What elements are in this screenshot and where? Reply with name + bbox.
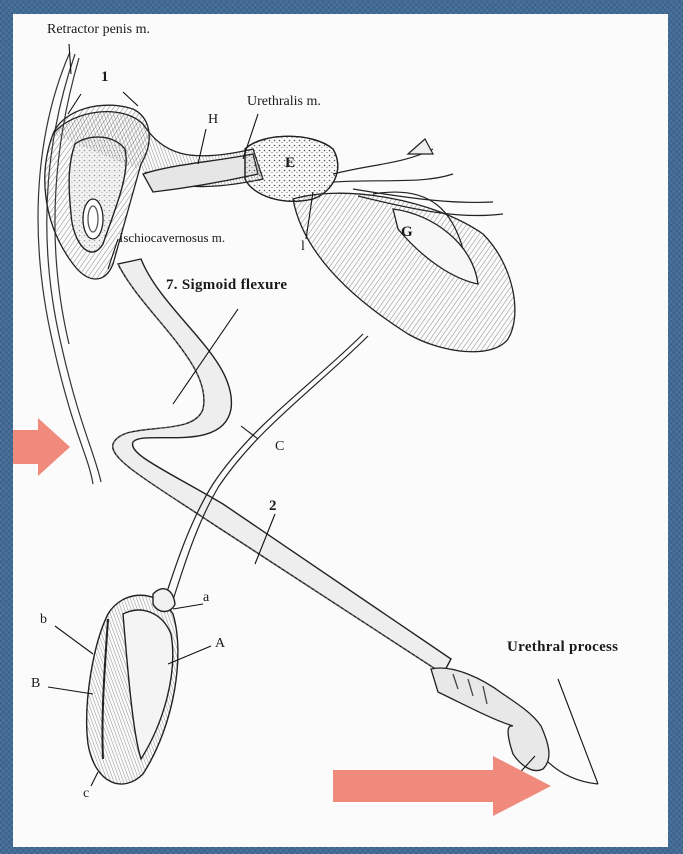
diagram-panel: Retractor penis m. 1 H Urethralis m. E l…	[13, 14, 668, 847]
label-a-lower: a	[203, 590, 209, 606]
bottom-pointer-arrow	[333, 756, 555, 816]
label-c-upper: C	[275, 439, 284, 455]
testis	[87, 589, 178, 784]
label-retractor-penis: Retractor penis m.	[47, 22, 150, 38]
label-two: 2	[269, 498, 277, 515]
label-a-upper: A	[215, 636, 225, 652]
label-e: E	[285, 155, 295, 172]
label-g: G	[401, 224, 413, 241]
label-sigmoid-flexure: 7. Sigmoid flexure	[166, 277, 287, 294]
gland-g	[293, 193, 515, 352]
label-b-lower: b	[40, 612, 47, 628]
anatomy-drawing	[13, 14, 668, 847]
label-l: l	[301, 239, 305, 255]
left-pointer-arrow	[13, 418, 82, 476]
spermatic-cord	[163, 334, 368, 606]
label-urethralis: Urethralis m.	[247, 94, 321, 110]
label-urethral-process: Urethral process	[507, 639, 618, 656]
label-b-upper: B	[31, 676, 40, 692]
label-c-lower: c	[83, 786, 89, 802]
label-ischiocavernosus: Ischiocavernosus m.	[119, 230, 225, 246]
label-one: 1	[101, 69, 109, 86]
label-h: H	[208, 112, 218, 128]
